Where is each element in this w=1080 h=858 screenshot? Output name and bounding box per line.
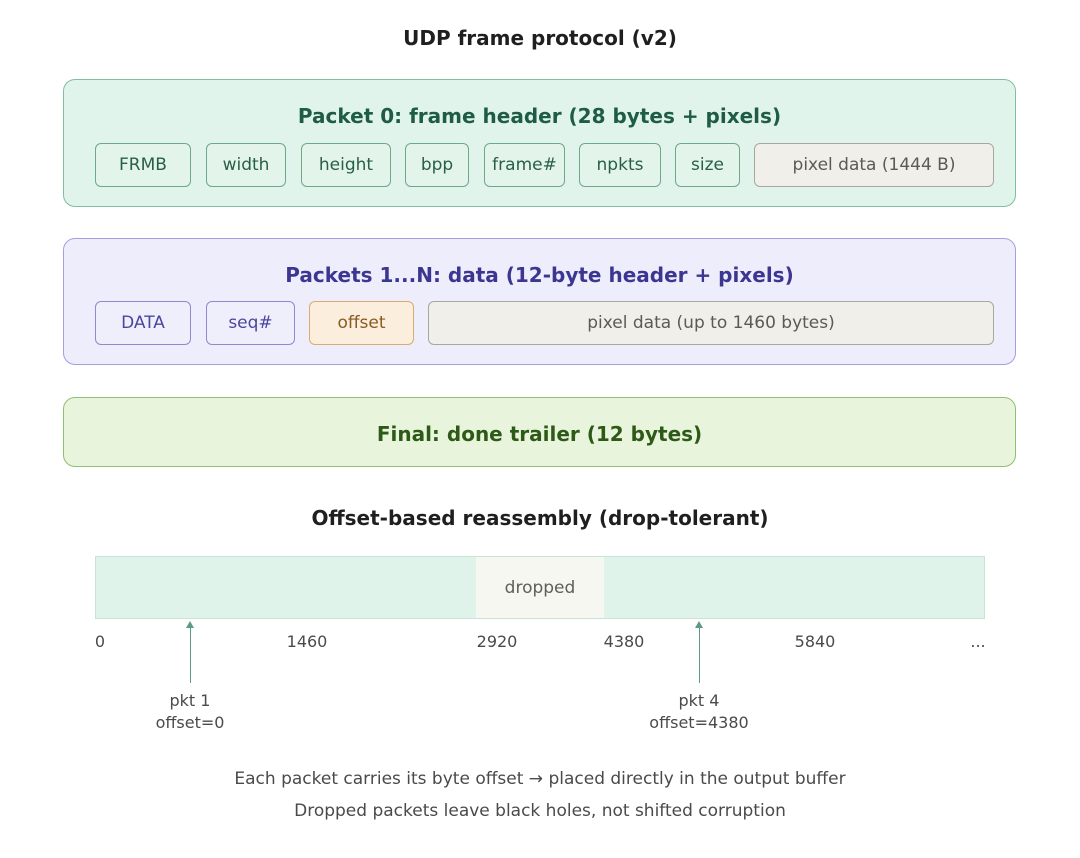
note-dropped: Dropped packets leave black holes, not s… bbox=[294, 801, 786, 821]
diagram-title: UDP frame protocol (v2) bbox=[403, 26, 677, 50]
field-size: size bbox=[675, 143, 740, 187]
dropped-segment: dropped bbox=[476, 557, 604, 618]
field-pixel-data: pixel data (up to 1460 bytes) bbox=[428, 301, 994, 345]
packet0-title: Packet 0: frame header (28 bytes + pixel… bbox=[297, 104, 782, 128]
field-frame-number: frame# bbox=[484, 143, 565, 187]
field-npkts: npkts bbox=[579, 143, 661, 187]
marker-pkt4: pkt 4 offset=4380 bbox=[649, 690, 748, 734]
field-pixel-data-header: pixel data (1444 B) bbox=[754, 143, 994, 187]
tick-label: 0 bbox=[94, 632, 106, 651]
field-data: DATA bbox=[95, 301, 191, 345]
tick-label: 4380 bbox=[603, 632, 645, 651]
final-panel: Final: done trailer (12 bytes) bbox=[63, 397, 1016, 467]
tick-label: ... bbox=[970, 632, 986, 651]
field-seq-number: seq# bbox=[206, 301, 295, 345]
field-height: height bbox=[301, 143, 391, 187]
field-frmb: FRMB bbox=[95, 143, 191, 187]
marker-pkt1: pkt 1 offset=0 bbox=[156, 690, 225, 734]
up-arrow-icon bbox=[695, 621, 703, 628]
reassembly-title: Offset-based reassembly (drop-tolerant) bbox=[311, 506, 769, 530]
field-width: width bbox=[206, 143, 286, 187]
arrow-line bbox=[698, 627, 700, 683]
tick-label: 2920 bbox=[476, 632, 518, 651]
packet0-panel: Packet 0: frame header (28 bytes + pixel… bbox=[63, 79, 1016, 207]
final-title: Final: done trailer (12 bytes) bbox=[376, 422, 703, 446]
marker-pkt1-name: pkt 1 bbox=[169, 691, 211, 710]
marker-pkt1-offset: offset=0 bbox=[155, 713, 225, 732]
note-offset: Each packet carries its byte offset → pl… bbox=[234, 769, 846, 789]
tick-label: 1460 bbox=[286, 632, 328, 651]
marker-pkt4-offset: offset=4380 bbox=[649, 713, 749, 732]
tick-label: 5840 bbox=[794, 632, 836, 651]
packetsN-panel: Packets 1...N: data (12-byte header + pi… bbox=[63, 238, 1016, 365]
arrow-line bbox=[189, 627, 191, 683]
field-offset: offset bbox=[309, 301, 414, 345]
up-arrow-icon bbox=[186, 621, 194, 628]
marker-pkt4-name: pkt 4 bbox=[678, 691, 720, 710]
field-bpp: bpp bbox=[405, 143, 469, 187]
packetsN-title: Packets 1...N: data (12-byte header + pi… bbox=[285, 263, 794, 287]
